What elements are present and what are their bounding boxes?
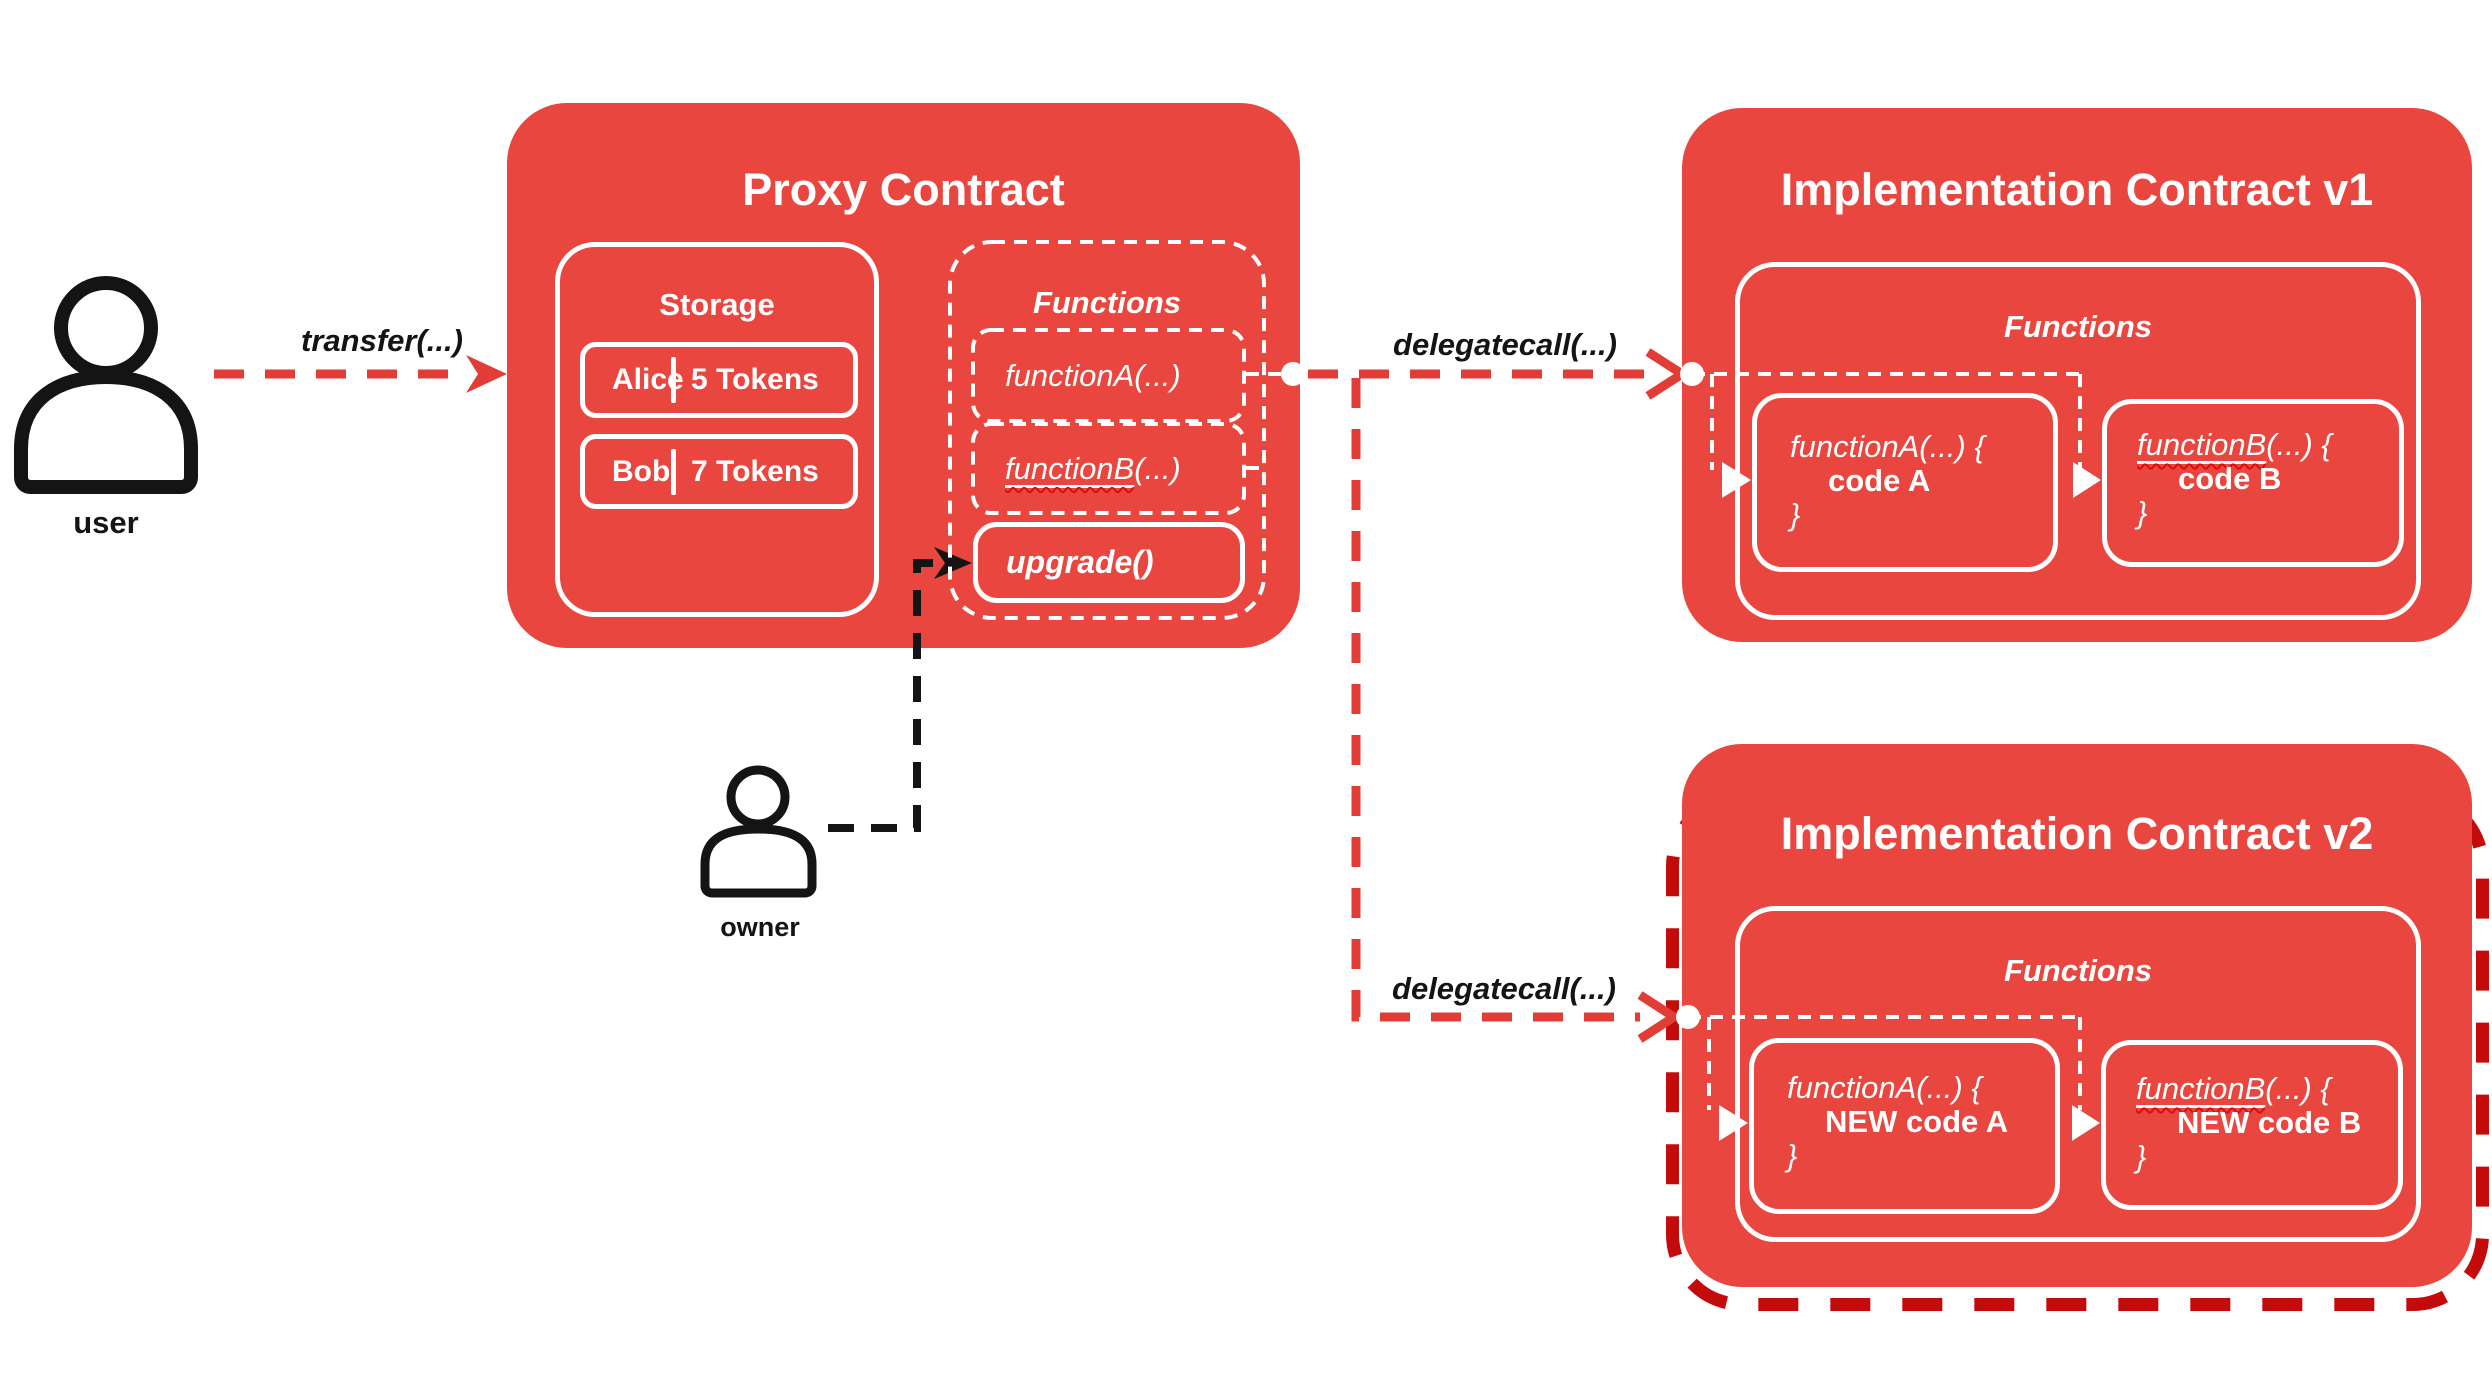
storage-row-bob: Bob 7 Tokens bbox=[580, 434, 858, 509]
storage-row-alice: Alice 5 Tokens bbox=[580, 342, 858, 418]
upgrade-function-box: upgrade() bbox=[973, 522, 1245, 603]
v1-functionB-box: functionB(...) { code B } bbox=[2102, 399, 2404, 567]
v2-functions-title: Functions bbox=[2003, 953, 2153, 988]
account-balance: 7 Tokens bbox=[691, 454, 819, 488]
account-balance: 5 Tokens bbox=[691, 363, 819, 396]
v2-functionA-body: NEW code A bbox=[1825, 1104, 2009, 1139]
account-name: Alice bbox=[612, 363, 684, 396]
v1-functionB-body: code B bbox=[2178, 461, 2282, 496]
v1-functionA-box: functionA(...) { code A } bbox=[1752, 393, 2058, 572]
owner-label: owner bbox=[720, 912, 800, 942]
proxy-functionA-label: functionA(...) bbox=[1005, 357, 1181, 393]
column-divider bbox=[671, 357, 676, 403]
v2-functionB-box: functionB(...) { NEW code B } bbox=[2101, 1040, 2403, 1210]
delegatecall-v1-label: delegatecall(...) bbox=[1393, 327, 1617, 362]
implementation-v2-title: Implementation Contract v2 bbox=[1780, 808, 2374, 859]
transfer-arrow bbox=[214, 355, 507, 393]
v2-functionB-close: } bbox=[2136, 1139, 2147, 1174]
storage-box bbox=[555, 242, 879, 617]
functionB-name: functionB bbox=[2137, 427, 2267, 462]
proxy-contract-title: Proxy Contract bbox=[742, 164, 1065, 215]
v2-functionB-signature: functionB(...) { bbox=[2136, 1072, 2398, 1106]
upgrade-label: upgrade() bbox=[1006, 544, 1154, 580]
v2-functions-box bbox=[1735, 906, 2421, 1242]
proxy-functions-title: Functions bbox=[1032, 285, 1182, 320]
v1-functionA-body: code A bbox=[1828, 463, 1931, 498]
v1-functions-box bbox=[1735, 262, 2421, 620]
account-name: Bob bbox=[612, 454, 671, 488]
v1-functionA-close: } bbox=[1790, 497, 1801, 532]
transfer-arrowhead bbox=[466, 355, 507, 393]
transfer-edge-label: transfer(...) bbox=[301, 323, 463, 358]
proxy-functionB-label: functionB(...) bbox=[973, 424, 1244, 513]
v1-functionA-signature: functionA(...) { bbox=[1790, 429, 1985, 464]
implementation-v1-title: Implementation Contract v1 bbox=[1780, 164, 2374, 215]
delegatecall-v2-label: delegatecall(...) bbox=[1392, 971, 1616, 1006]
functionB-args: (...) { bbox=[2266, 427, 2332, 462]
v1-functionB-close: } bbox=[2137, 495, 2148, 530]
functionB-name: functionB bbox=[2136, 1071, 2266, 1106]
v1-functions-title: Functions bbox=[2003, 309, 2153, 344]
functionB-args: (...) bbox=[1134, 450, 1181, 486]
functionB-args: (...) { bbox=[2265, 1071, 2331, 1106]
user-label: user bbox=[73, 505, 139, 540]
v2-functionA-signature: functionA(...) { bbox=[1787, 1070, 1982, 1105]
v1-functionB-signature: functionB(...) { bbox=[2137, 428, 2399, 462]
user-person-icon bbox=[14, 276, 198, 494]
functionB-name: functionB bbox=[1005, 450, 1135, 486]
column-divider bbox=[671, 448, 676, 495]
owner-person-icon bbox=[700, 765, 817, 898]
v2-functionA-close: } bbox=[1787, 1138, 1798, 1173]
storage-title: Storage bbox=[659, 287, 775, 322]
delegatecall-v2-arrow bbox=[1351, 378, 1683, 1043]
v2-functionA-box: functionA(...) { NEW code A } bbox=[1749, 1038, 2060, 1214]
v2-functionB-body: NEW code B bbox=[2177, 1105, 2362, 1140]
